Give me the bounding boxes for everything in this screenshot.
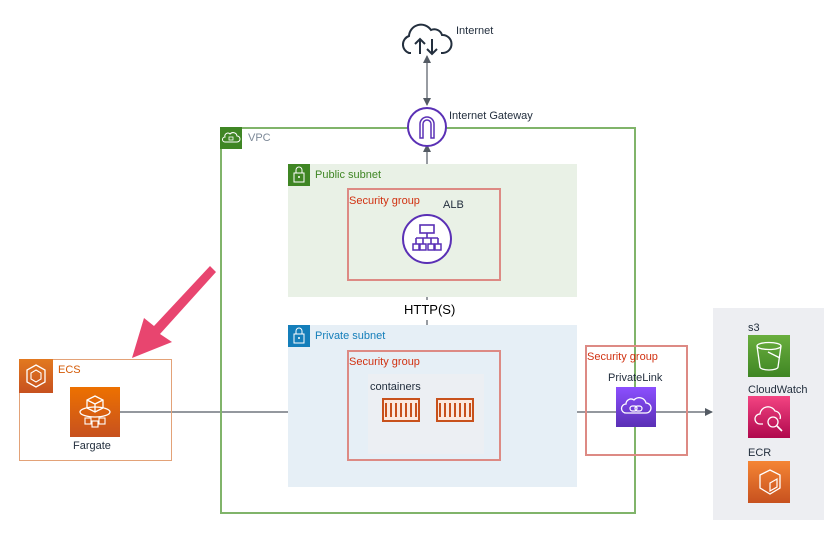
- internet-gateway-icon[interactable]: [406, 106, 448, 153]
- service-label-cloudwatch: CloudWatch: [748, 384, 808, 396]
- service-label-s3: s3: [748, 322, 760, 334]
- privatelink-label: PrivateLink: [608, 372, 663, 384]
- ecs-cluster: [19, 359, 172, 461]
- privatelink-icon[interactable]: [616, 387, 656, 427]
- alb-label: ALB: [443, 199, 464, 211]
- internet-label: Internet: [456, 25, 494, 37]
- private-subnet-label: Private subnet: [315, 330, 386, 342]
- protocol-label: HTTP(S): [404, 302, 456, 317]
- security-group-label: Security group: [587, 351, 658, 363]
- ecs-icon: [19, 359, 53, 393]
- vpc-cloud-lock-icon: [220, 127, 242, 149]
- lock-icon: [288, 325, 310, 347]
- fargate-icon[interactable]: [70, 387, 120, 437]
- public-subnet-label: Public subnet: [315, 169, 382, 181]
- ecs-label: ECS: [58, 364, 81, 376]
- container-icon[interactable]: [382, 398, 420, 422]
- internet-cloud-icon[interactable]: [397, 20, 455, 61]
- cloudwatch-icon[interactable]: [748, 396, 790, 438]
- callout-arrow-icon: [132, 266, 216, 358]
- security-group-label: Security group: [349, 356, 420, 368]
- vpc-label: VPC: [248, 132, 271, 144]
- service-label-ecr: ECR: [748, 447, 772, 459]
- security-group-privatelink: [585, 345, 688, 456]
- fargate-label: Fargate: [73, 440, 111, 452]
- lock-icon: [288, 164, 310, 186]
- internet-gateway-label: Internet Gateway: [449, 110, 533, 122]
- load-balancer-icon[interactable]: [401, 213, 453, 270]
- containers-label: containers: [370, 381, 421, 393]
- security-group-label: Security group: [349, 195, 420, 207]
- security-group-alb: [347, 188, 501, 281]
- security-group-containers: [347, 350, 501, 461]
- ecr-icon[interactable]: [748, 461, 790, 503]
- s3-bucket-icon[interactable]: [748, 335, 790, 377]
- container-icon[interactable]: [436, 398, 474, 422]
